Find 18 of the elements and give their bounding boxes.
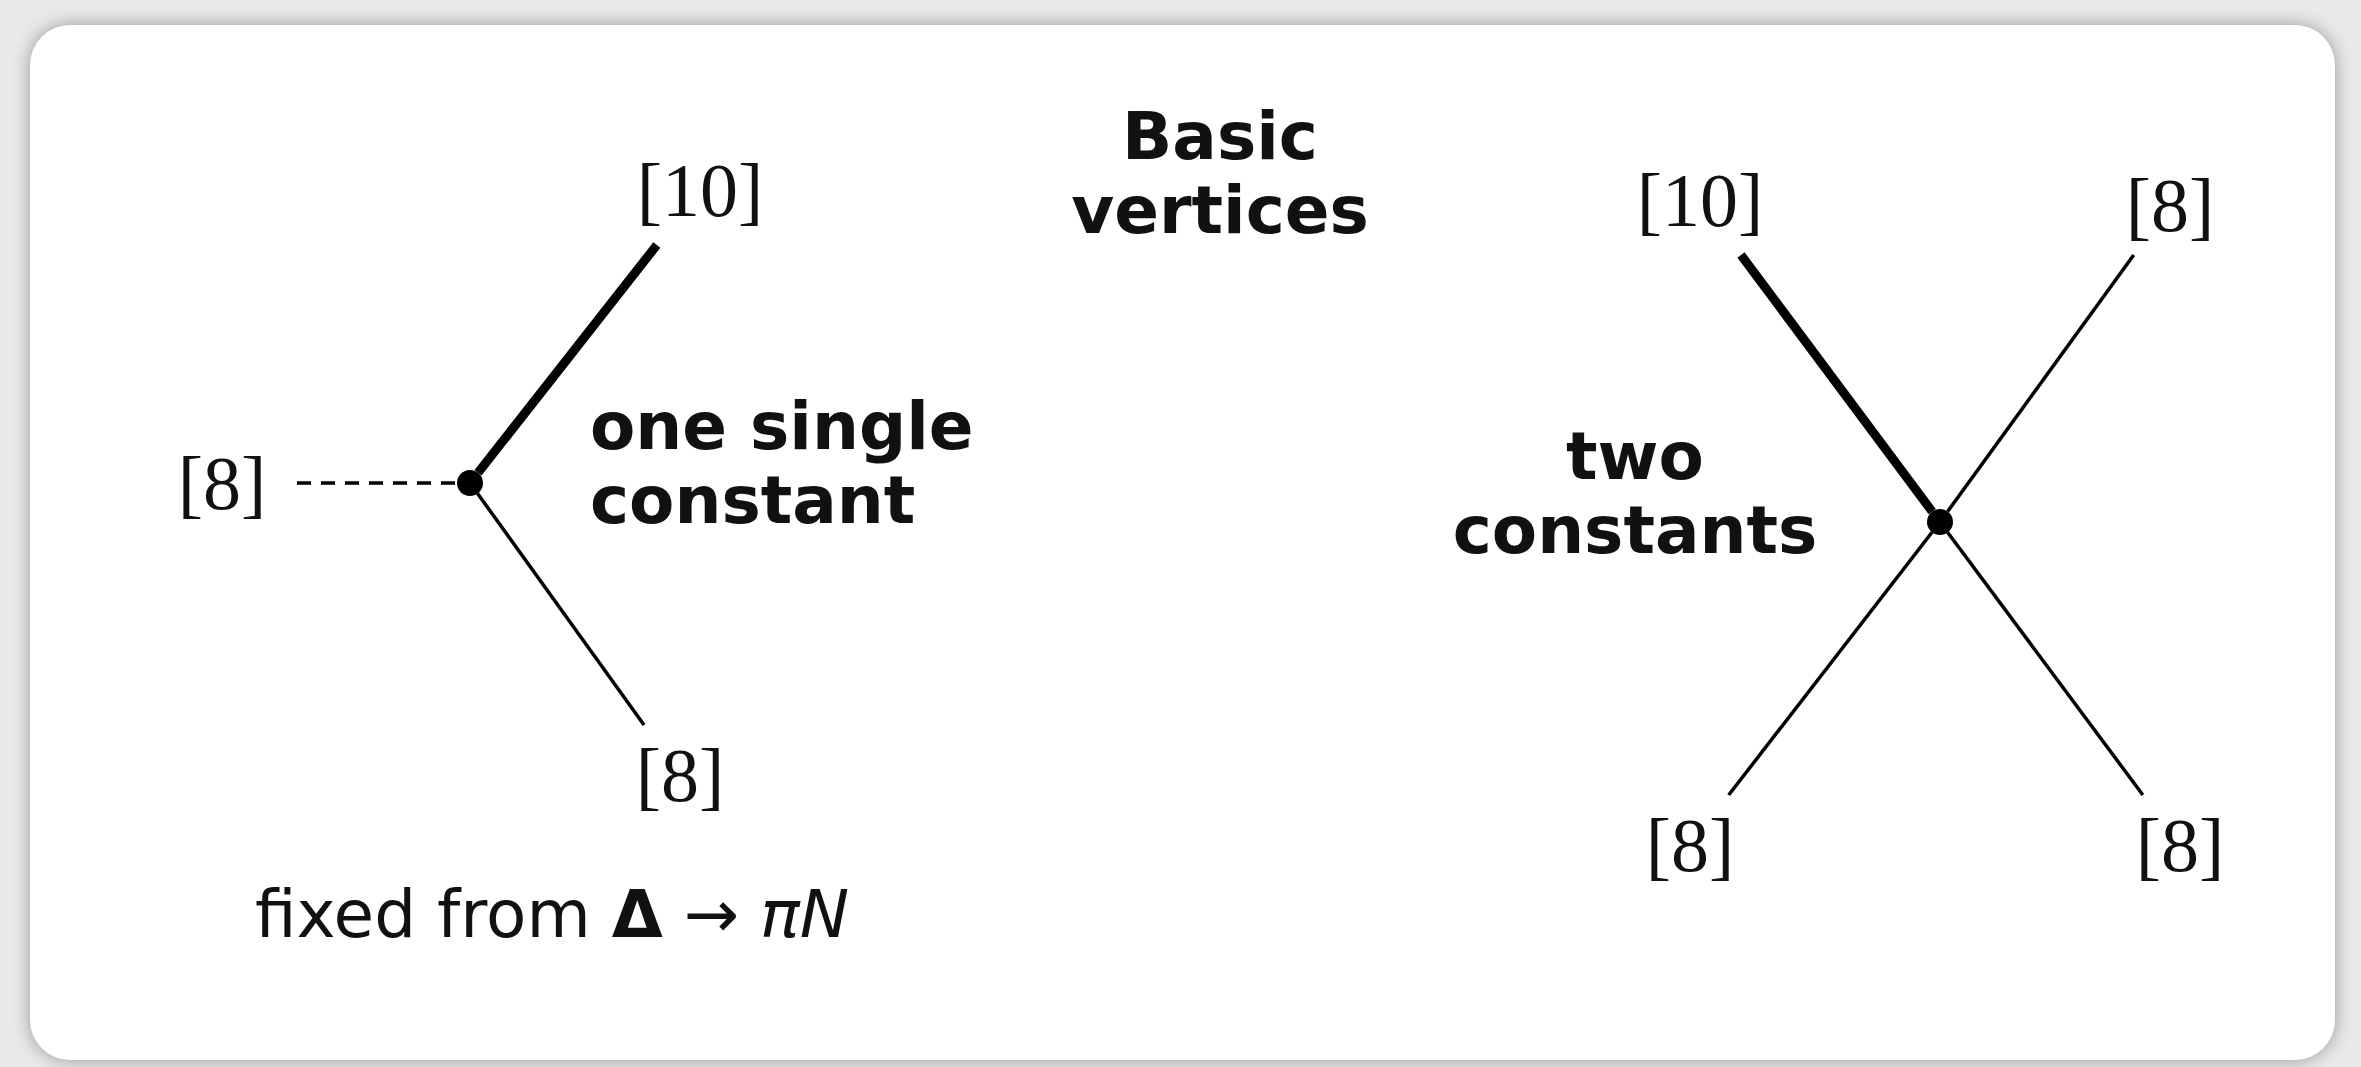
double-line [474,242,661,476]
annotation: fixed from Δ → πN [255,878,851,952]
multiplet-label: [8] [2135,801,2225,889]
multiplet-label: [10] [1636,156,1764,244]
annotation: one single constant [590,390,975,538]
dashed-line [297,481,457,485]
multiplet-label: [8] [635,731,725,819]
line [1946,531,2145,797]
line [1727,531,1934,797]
multiplet-label: [8] [2125,161,2215,249]
line [1946,253,2136,513]
double-line [1737,252,1936,515]
line [476,492,646,726]
multiplet-label: [8] [177,439,267,527]
multiplet-label: [10] [636,146,764,234]
multiplet-label: [8] [1645,801,1735,889]
annotation: two constants [1451,420,1819,568]
heading: Basic vertices [1070,100,1370,248]
